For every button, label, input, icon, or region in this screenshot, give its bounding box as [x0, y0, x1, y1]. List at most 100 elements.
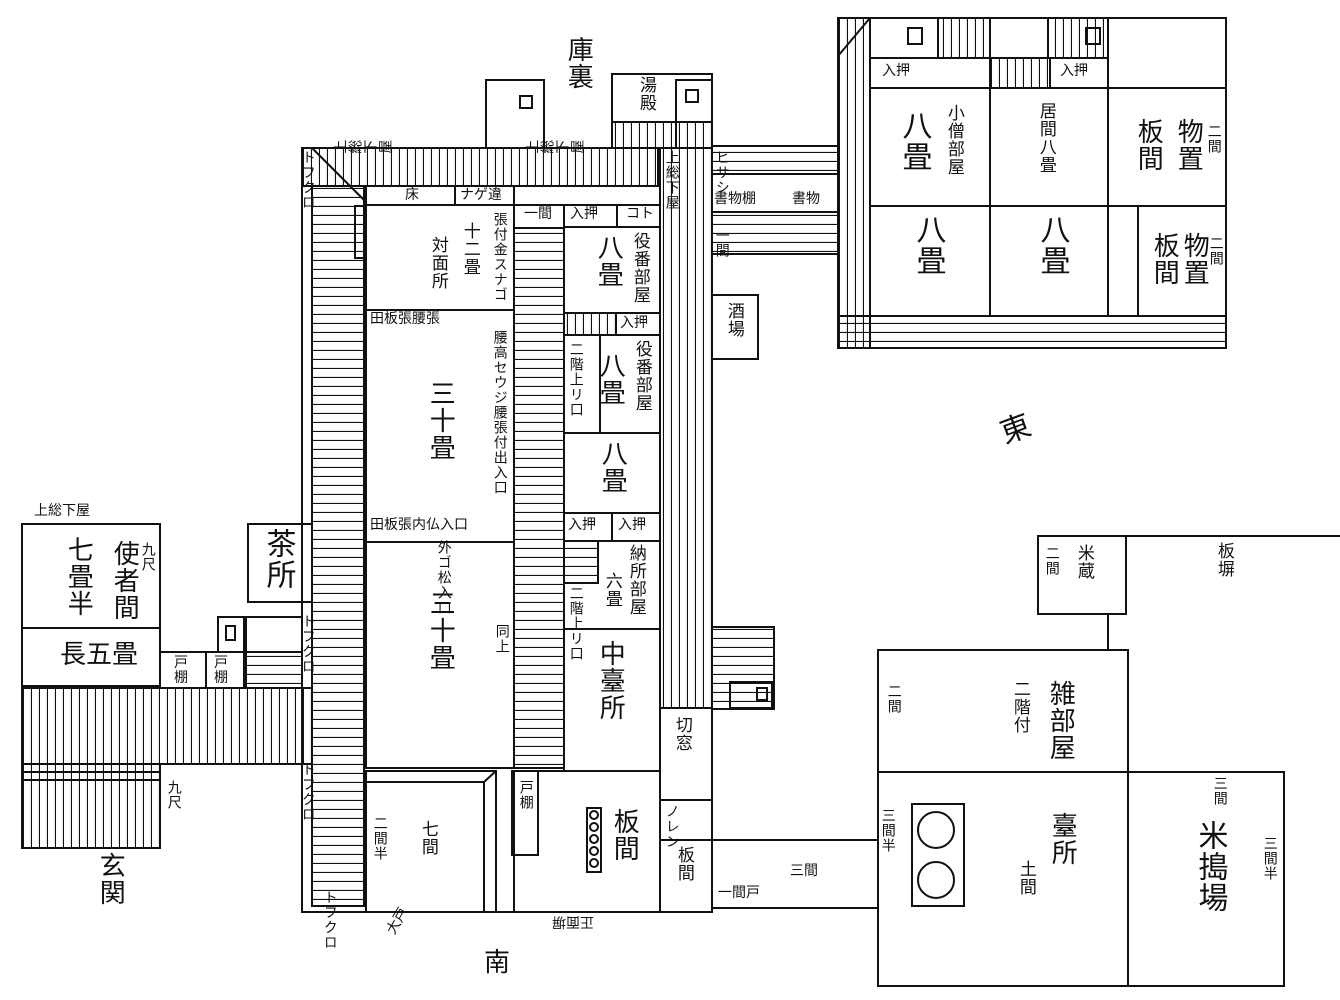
roof-note-4: 上総下屋 — [34, 503, 90, 519]
todana-2: 戸棚 — [214, 655, 228, 686]
zatsu-label: 雑部屋 — [1045, 680, 1076, 761]
oshi-5: 入押 — [882, 63, 910, 79]
monooki-1-width: 二間 — [1205, 124, 1222, 154]
tofukuro-3: トフクロ — [299, 762, 316, 822]
ima-label: 居間八畳 — [1035, 102, 1056, 174]
yakuban-stairs: 二階上リ口 — [567, 342, 584, 417]
daidokoro-label: 臺所 — [1047, 812, 1078, 866]
shisha-label: 使者間 — [109, 540, 140, 621]
yakuban-1-label: 役番部屋 — [629, 232, 650, 304]
roof-note-3: 上総下屋 — [663, 150, 680, 210]
wall-note-1: 田板張腰張 — [370, 311, 440, 327]
ikken-tobira: 一間戸 — [718, 885, 760, 901]
daidokoro-width: 三間半 — [879, 808, 896, 853]
monooki-1-itama: 板間 — [1133, 118, 1164, 172]
zatsu-room — [877, 649, 1129, 773]
yudono-label: 湯殿 — [640, 76, 657, 114]
daidokoro-doma: 土間 — [1015, 860, 1036, 896]
monooki-1-label: 物置 — [1173, 118, 1204, 172]
west-corridor — [311, 185, 365, 907]
kome-gura-width: 二間 — [1043, 546, 1060, 576]
oshi-2: 入押 — [620, 315, 648, 331]
itabei-label: 板塀 — [1213, 542, 1234, 578]
roof-note-2: 上総下屋 — [525, 139, 586, 156]
ikken-2: 一間 — [713, 228, 730, 258]
kirimado-label: 切窓 — [671, 716, 692, 752]
shomotsu-label: 書物 — [792, 191, 820, 207]
ikken-label: 一間 — [524, 206, 552, 222]
sanjujo-lower-block — [365, 541, 515, 769]
hisashi-label: ヒサシ — [713, 150, 730, 195]
nagagojo-label: 長五畳 — [60, 640, 139, 670]
ne-bridge — [711, 145, 839, 175]
kozo-label: 小僧部屋 — [943, 104, 964, 176]
sanken-1: 三間 — [790, 863, 818, 879]
sanjujo-upper-label: 三十畳 — [425, 380, 456, 461]
ne-hachijo-1: 八畳 — [910, 214, 946, 276]
tofukuro-1: トフクロ — [299, 150, 316, 210]
sakaba-label: 酒場 — [723, 302, 744, 338]
south-label: 南 — [484, 948, 511, 978]
kome-gura-room — [1037, 535, 1127, 615]
todana-1: 戸棚 — [174, 655, 188, 686]
monooki-2-label: 物置 — [1179, 232, 1210, 286]
wall-note-3: 外ゴ松入口 — [435, 540, 452, 615]
tsuimensho-label: 対面所 — [427, 236, 448, 290]
yakuban-2-label: 役番部屋 — [631, 340, 652, 412]
east-annex — [711, 626, 775, 710]
middle-corridor — [513, 227, 565, 769]
hachijo-mid-label: 八畳 — [597, 440, 628, 494]
wall-note-2: 田板張内仏入口 — [370, 517, 468, 533]
kozo-size: 八畳 — [896, 110, 932, 172]
toko-label: 床 — [405, 187, 419, 203]
kome-gura-label: 米蔵 — [1073, 544, 1094, 580]
monooki-2-itama: 板間 — [1149, 232, 1180, 286]
genkan-width: 九尺 — [165, 780, 182, 810]
shichi-ma-label: 七間 — [417, 820, 438, 856]
kometsuki-width: 三間半 — [1261, 836, 1278, 881]
koto-label: コト — [626, 206, 654, 222]
itama-small-label: 板間 — [673, 846, 694, 882]
oshi-3: 入押 — [568, 517, 596, 533]
nasho-label: 納所部屋 — [625, 544, 646, 616]
nasho-size: 六畳 — [601, 572, 622, 608]
chasho-room — [247, 523, 313, 603]
shoko-label: 書物棚 — [714, 191, 756, 207]
kometsuki-label: 米搗場 — [1192, 820, 1228, 913]
nakadaidokoro-label: 中臺所 — [595, 640, 626, 721]
dojo-label: 同上 — [493, 624, 510, 654]
chasho-label: 茶所 — [260, 528, 296, 590]
yakuban-2-size: 八畳 — [595, 352, 626, 406]
north-label: 庫裏 — [563, 36, 594, 90]
kometsuki-small: 三間 — [1211, 776, 1228, 806]
yakuban-1-size: 八畳 — [593, 234, 624, 288]
shisha-size: 七畳半 — [63, 536, 94, 617]
genkan-corridor — [21, 687, 313, 765]
kometsuki-room — [1127, 771, 1285, 987]
zatsu-width: 二間 — [885, 684, 902, 714]
ne-hachijo-2: 八畳 — [1034, 214, 1070, 276]
east-hall — [659, 147, 713, 709]
tofukuro-2: トフクロ — [299, 614, 316, 674]
oshi-4: 入押 — [618, 517, 646, 533]
sanjujo-lower-label: 三十畳 — [425, 590, 456, 671]
todana-3: 戸棚 — [517, 780, 534, 810]
zatsu-nikai: 二階付 — [1009, 680, 1030, 734]
nagagojo-room — [21, 627, 161, 687]
shichi-ma-room — [365, 770, 497, 913]
noren-label: ノレン — [663, 804, 680, 849]
monooki-2-width: 二間 — [1207, 236, 1224, 266]
shisha-width: 九尺 — [139, 542, 156, 572]
shichi-ma-side: 二間半 — [371, 816, 388, 861]
tsuimensho-jujo: 十二畳 — [459, 222, 480, 276]
roof-note-1: 上総下屋 — [333, 139, 394, 156]
genkan-steps — [21, 763, 161, 849]
sakaba-room — [711, 294, 759, 360]
itama-center-label: 板間 — [609, 808, 640, 862]
tsuimen-wall: 張付金スナゴ — [491, 212, 508, 302]
north-annex-1 — [485, 79, 545, 149]
shomen-hei: 正面塀 — [552, 913, 594, 930]
genkan-label: 玄関 — [95, 852, 126, 906]
oshi-6: 入押 — [1060, 63, 1088, 79]
